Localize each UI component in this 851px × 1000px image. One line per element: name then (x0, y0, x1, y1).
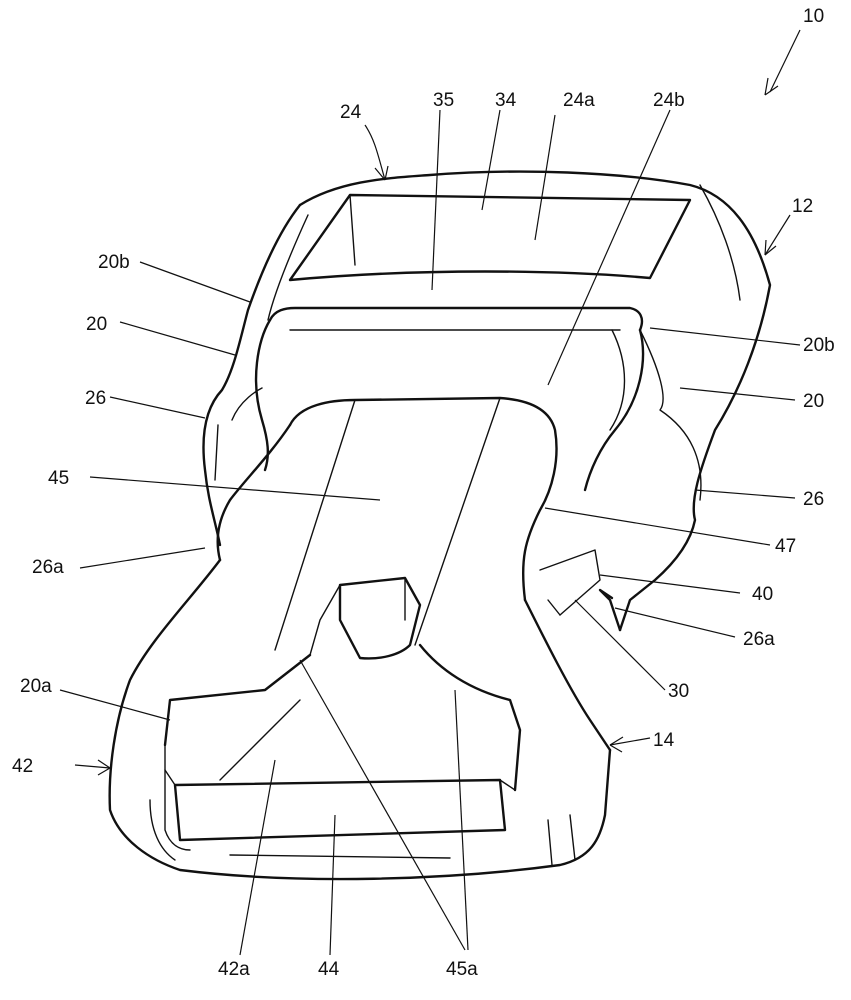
label-40: 40 (752, 584, 773, 605)
label-26a-right: 26a (743, 629, 775, 650)
label-45: 45 (48, 468, 69, 489)
label-24b: 24b (653, 90, 685, 111)
label-20a: 20a (20, 676, 52, 697)
label-24: 24 (340, 102, 362, 123)
label-20-left: 20 (86, 314, 107, 335)
label-30: 30 (668, 681, 689, 702)
label-10: 10 (803, 6, 824, 27)
label-26-left: 26 (85, 388, 106, 409)
label-14: 14 (653, 730, 675, 751)
label-24a: 24a (563, 90, 595, 111)
label-20b-left: 20b (98, 252, 130, 273)
label-47: 47 (775, 536, 796, 557)
leader-lines (59, 29, 801, 956)
label-20-right: 20 (803, 391, 824, 412)
label-26a-left: 26a (32, 557, 64, 578)
label-20b-right: 20b (803, 335, 835, 356)
label-26-right: 26 (803, 489, 824, 510)
label-12: 12 (792, 196, 813, 217)
reference-labels: 10 12 14 20 20 20a 20b 20b 24 24a 24b 26… (12, 6, 835, 980)
label-42: 42 (12, 756, 33, 777)
label-45a: 45a (446, 959, 478, 980)
label-42a: 42a (218, 959, 250, 980)
male-tongue-outline (108, 396, 612, 881)
label-35: 35 (433, 90, 454, 111)
female-buckle-outline (202, 170, 772, 632)
label-44: 44 (318, 959, 340, 980)
label-34: 34 (495, 90, 517, 111)
